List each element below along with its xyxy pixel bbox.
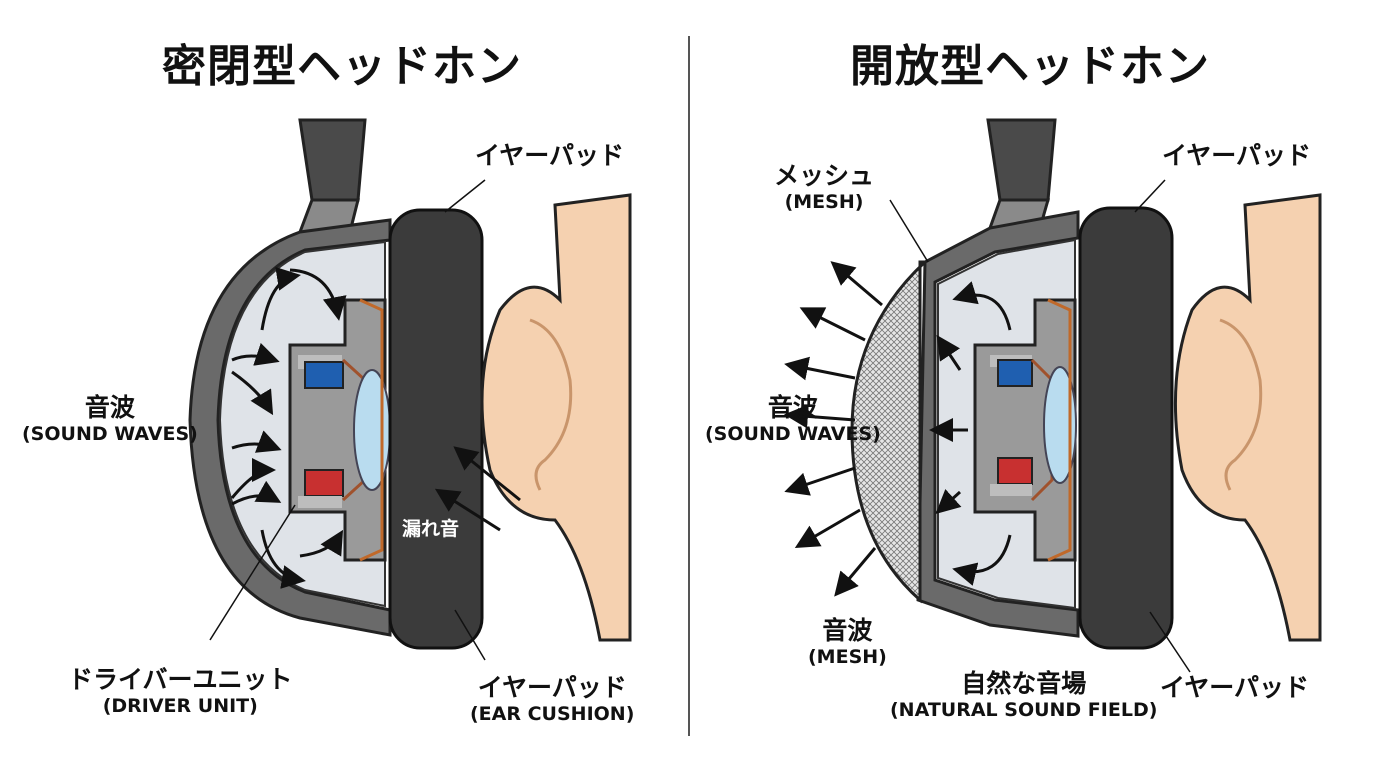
open-sound-arrows	[784, 261, 883, 597]
closed-ear-cushion-en: (EAR CUSHION)	[470, 703, 635, 726]
diaphragm	[353, 369, 391, 491]
open-sound-waves2-label: 音波 (MESH)	[808, 615, 887, 670]
natural-sound-field-en: (NATURAL SOUND FIELD)	[890, 699, 1158, 722]
closed-ear-cushion-label: イヤーパッド (EAR CUSHION)	[470, 672, 634, 727]
mesh-label: メッシュ (MESH)	[774, 160, 874, 215]
mesh-jp: メッシュ	[774, 161, 875, 190]
natural-sound-field-label: 自然な音場 (NATURAL SOUND FIELD)	[890, 668, 1157, 723]
closed-sound-waves-en: (SOUND WAVES)	[22, 423, 198, 446]
open-ear-cushion	[1078, 206, 1174, 650]
open-headphone-title: 開放型ヘッドホン	[850, 41, 1210, 92]
mesh-grille	[850, 260, 929, 604]
closed-ear-pad-top-label: イヤーパッド	[475, 141, 625, 170]
open-sound-waves2-en: (MESH)	[808, 646, 887, 669]
magnet-blue	[304, 361, 344, 389]
driver-unit-jp: ドライバーユニット	[68, 665, 293, 694]
driver-unit-label: ドライバーユニット (DRIVER UNIT)	[68, 664, 293, 719]
closed-ear	[480, 193, 632, 642]
open-sound-waves-jp: 音波	[767, 393, 818, 422]
closed-headphone-title: 密閉型ヘッドホン	[162, 41, 522, 92]
closed-sound-waves-jp: 音波	[84, 393, 135, 422]
driver-unit-en: (DRIVER UNIT)	[102, 695, 258, 718]
closed-shell	[188, 218, 392, 637]
mesh-en: (MESH)	[784, 191, 864, 214]
leak-arrows	[434, 446, 521, 532]
open-sound-waves-en: (SOUND WAVES)	[705, 423, 881, 446]
closed-headphone	[188, 118, 632, 661]
closed-sound-waves-label: 音波 (SOUND WAVES)	[22, 392, 198, 447]
leak-sound-label: 漏れ音	[400, 518, 462, 542]
center-divider	[688, 36, 690, 736]
closed-ear-cushion-jp: イヤーパッド	[477, 673, 627, 702]
open-ear-pad-top-label: イヤーパッド	[1162, 141, 1312, 170]
open-sound-waves2-jp: 音波	[822, 616, 873, 645]
natural-sound-field-jp: 自然な音場	[961, 669, 1087, 698]
open-sound-waves-label: 音波 (SOUND WAVES)	[705, 392, 881, 447]
open-ear	[1173, 193, 1322, 642]
closed-sound-arrows	[230, 267, 347, 589]
headband	[298, 118, 367, 202]
open-ear-pad-bottom-label: イヤーパッド	[1160, 673, 1310, 702]
open-headphone	[784, 118, 1322, 673]
closed-ear-cushion	[388, 208, 484, 650]
magnet-red	[304, 469, 344, 497]
